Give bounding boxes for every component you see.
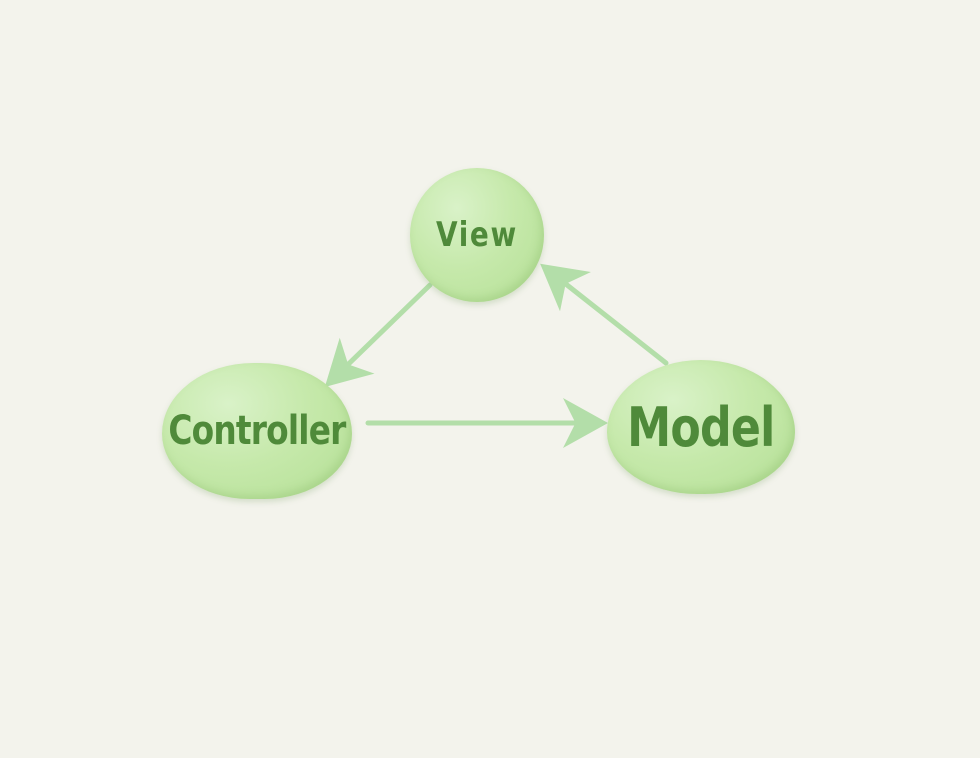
controller-node: Controller xyxy=(162,363,352,499)
view-label: View xyxy=(436,215,518,255)
model-node: Model xyxy=(607,360,795,494)
view-node: View xyxy=(410,168,544,302)
model-label: Model xyxy=(627,395,775,459)
controller-label: Controller xyxy=(168,408,346,454)
arrow-model-to-view xyxy=(540,263,669,366)
arrow-view-to-controller xyxy=(324,282,433,387)
